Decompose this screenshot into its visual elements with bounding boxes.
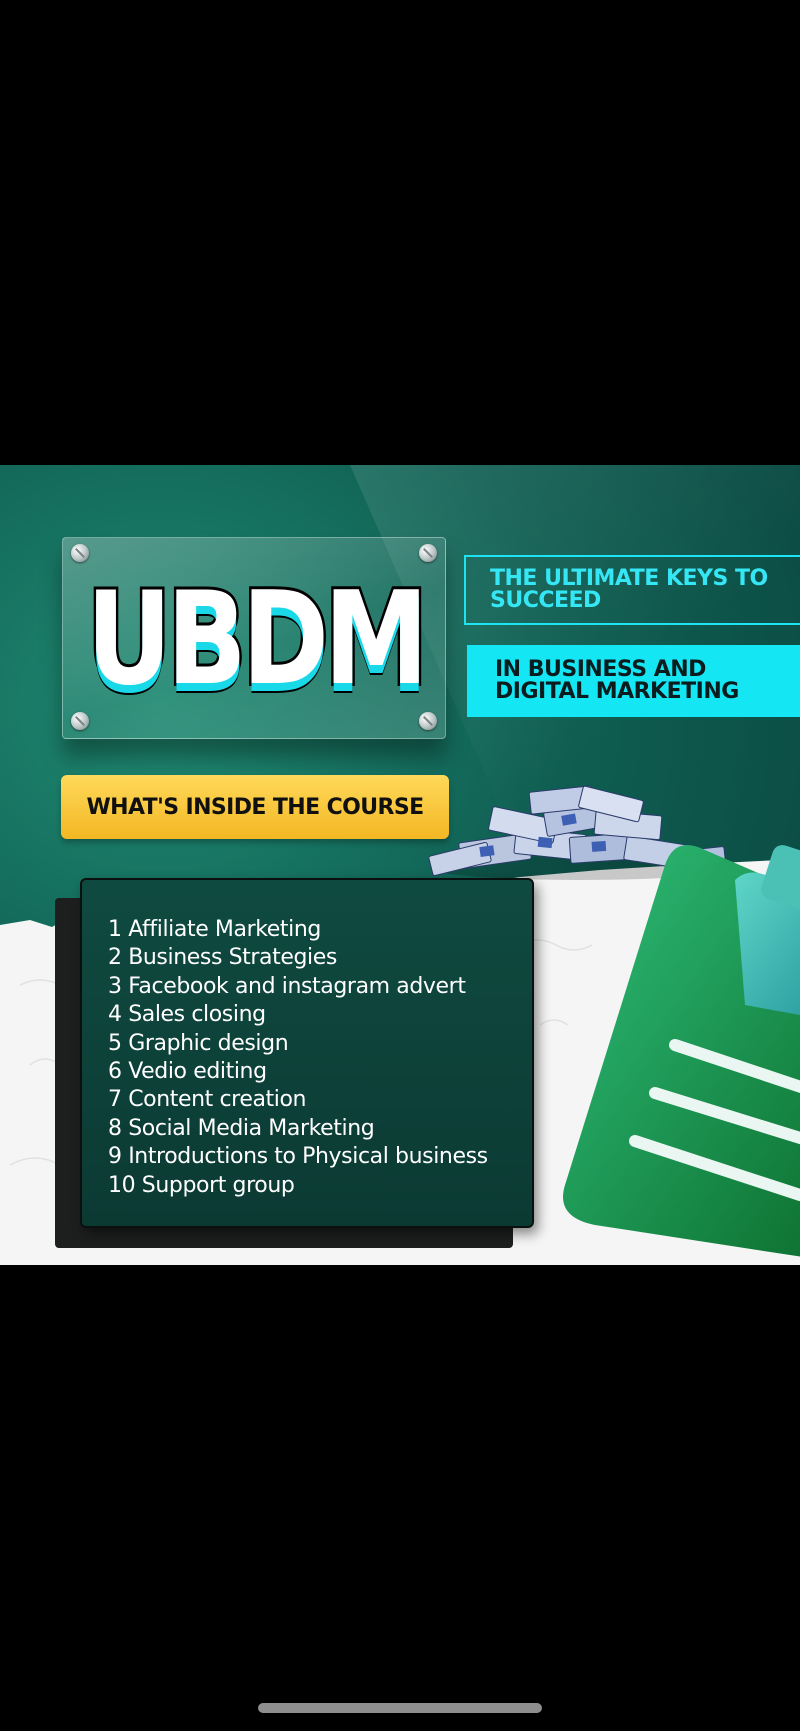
list-item: 2 Business Strategies (108, 945, 337, 971)
list-item: 10 Support group (108, 1172, 295, 1198)
glass-plate: UBDM (62, 537, 446, 739)
list-item: 8 Social Media Marketing (108, 1115, 375, 1141)
course-list: 1 Affiliate Marketing 2 Business Strateg… (108, 916, 488, 1200)
list-item: 7 Content creation (108, 1087, 307, 1113)
document-icon (563, 845, 800, 1257)
screw-icon (419, 712, 437, 730)
brand-title: UBDM (84, 562, 431, 717)
course-heading: WHAT'S INSIDE THE COURSE (86, 794, 424, 820)
list-item: 4 Sales closing (108, 1002, 266, 1028)
screw-icon (419, 544, 437, 562)
home-indicator[interactable] (258, 1703, 542, 1713)
tagline-banner-outline: THE ULTIMATE KEYS TO SUCCEED (464, 555, 800, 625)
list-item: 1 Affiliate Marketing (108, 917, 321, 942)
tagline-text-1: THE ULTIMATE KEYS TO SUCCEED (490, 566, 768, 613)
tagline-text-2: IN BUSINESS AND DIGITAL MARKETING (495, 657, 739, 704)
cash-pile-icon (428, 785, 730, 880)
list-item: 3 Facebook and instagram advert (108, 973, 466, 999)
tagline-banner-filled: IN BUSINESS AND DIGITAL MARKETING (467, 645, 800, 717)
list-item: 5 Graphic design (108, 1030, 289, 1056)
screw-icon (71, 544, 89, 562)
screw-icon (71, 712, 89, 730)
list-item: 9 Introductions to Physical business (108, 1144, 488, 1170)
course-poster: UBDM THE ULTIMATE KEYS TO SUCCEED IN BUS… (0, 465, 800, 1265)
course-heading-pill: WHAT'S INSIDE THE COURSE (61, 775, 449, 839)
course-list-card: 1 Affiliate Marketing 2 Business Strateg… (80, 878, 534, 1228)
list-item: 6 Vedio editing (108, 1059, 267, 1085)
